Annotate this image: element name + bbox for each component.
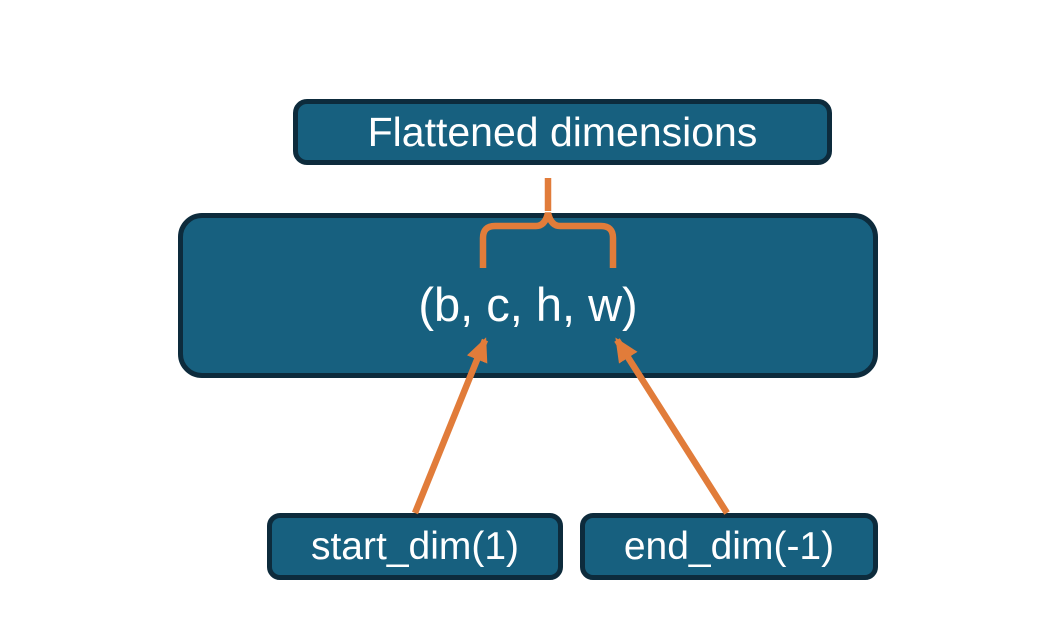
flattened-dimensions-box: Flattened dimensions [293, 99, 832, 165]
tensor-shape-label: (b, c, h, w) [418, 278, 638, 331]
start-dim-box: start_dim(1) [267, 513, 563, 580]
end-dim-label: end_dim(-1) [623, 524, 835, 568]
end-dim-box: end_dim(-1) [580, 513, 878, 580]
tensor-shape-box: (b, c, h, w) [178, 213, 878, 378]
start-dim-label: start_dim(1) [310, 524, 520, 568]
flattened-dimensions-label: Flattened dimensions [367, 108, 758, 155]
